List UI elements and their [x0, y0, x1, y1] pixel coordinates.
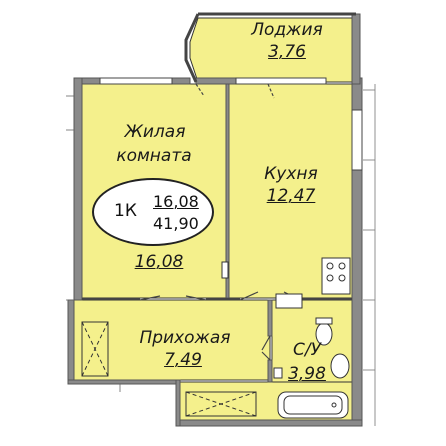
wall-hall-left: [67, 299, 75, 383]
bathtub-drain: [331, 402, 337, 408]
apartment-total-area: 41,90: [153, 214, 199, 233]
kitchen-area: 12,47: [266, 186, 316, 206]
wardrobe: [81, 321, 109, 377]
living-room-name-line1: Жилая: [124, 122, 186, 142]
door-kitchen-loggia: [267, 83, 275, 99]
right-wall-hatch: [363, 84, 376, 426]
living-room-area: 16,08: [134, 252, 184, 272]
kitchen-name: Кухня: [264, 164, 318, 184]
door-living: [139, 295, 207, 301]
bathroom-shelf: [273, 367, 283, 379]
wardrobe-box: [81, 321, 109, 377]
door-loggia: [195, 83, 205, 97]
hall-name: Прихожая: [139, 328, 231, 348]
wall-loggia-left: [184, 13, 200, 83]
window-right: [351, 109, 363, 171]
toilet-tank: [315, 317, 333, 325]
apartment-living-area: 16,08: [153, 192, 199, 211]
wall-bathroom-left: [267, 299, 273, 337]
hall-fill: [73, 299, 271, 381]
wall-corridor-left: [175, 379, 181, 427]
wall-hall-bottom: [67, 379, 181, 385]
stove-burner: [326, 262, 334, 270]
stove-burner: [326, 274, 334, 282]
stove-burner: [338, 274, 346, 282]
loggia-name: Лоджия: [251, 20, 323, 40]
bathtub-inner: [283, 395, 343, 415]
kitchen-fixtures: [221, 257, 351, 309]
wall-bottom: [179, 419, 363, 427]
hall-area: 7,49: [164, 350, 202, 370]
bathroom-area: 3,98: [288, 364, 326, 384]
apartment-area-badge: 1К 16,08 41,90: [92, 178, 214, 246]
wall-loggia-right: [351, 13, 361, 85]
living-room-name-line2: комната: [116, 146, 192, 166]
wall-left: [73, 77, 83, 301]
wall-bathroom-left-lower: [267, 359, 273, 383]
storage-cross-b: [185, 391, 257, 417]
washbasin: [330, 353, 350, 379]
window-living-top: [99, 77, 173, 85]
apartment-type: 1К: [114, 201, 137, 221]
bathroom-name: С/У: [293, 340, 321, 360]
sink-small: [221, 261, 229, 279]
stove: [321, 257, 351, 295]
wall-ticks: [66, 95, 121, 392]
windows: [99, 77, 363, 171]
kitchen-cabinet: [275, 293, 303, 309]
window-kitchen-top: [235, 77, 327, 85]
wardrobe-cross-b: [81, 321, 109, 377]
bathroom-fixtures: [273, 317, 350, 419]
storage-box: [185, 391, 257, 417]
stove-burner: [338, 262, 346, 270]
door-bathroom: [261, 335, 271, 361]
loggia-area: 3,76: [268, 42, 306, 62]
corridor-storage: [185, 391, 257, 417]
